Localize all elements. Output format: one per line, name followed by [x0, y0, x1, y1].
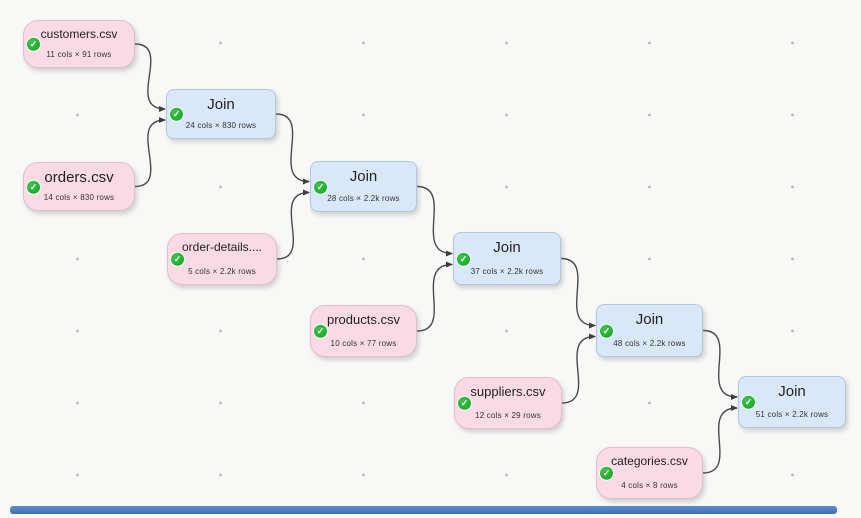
check-icon: ✓ — [27, 37, 40, 51]
check-icon: ✓ — [171, 252, 184, 266]
node-orderdetails[interactable]: ✓order-details.... 5 cols × 2.2k rows — [167, 233, 277, 285]
check-icon: ✓ — [600, 466, 613, 480]
node-title: Join — [635, 312, 664, 328]
node-dimensions: 4 cols × 8 rows — [621, 481, 678, 490]
node-suppliers[interactable]: ✓suppliers.csv 12 cols × 29 rows — [454, 377, 562, 429]
node-title: orders.csv — [44, 170, 114, 186]
node-dimensions: 37 cols × 2.2k rows — [470, 267, 544, 276]
connection-join4-join5[interactable] — [702, 329, 738, 400]
node-dimensions: 48 cols × 2.2k rows — [613, 339, 686, 348]
connection-categories-join5[interactable] — [702, 405, 738, 474]
connection-join1-join2[interactable] — [275, 113, 310, 185]
node-products[interactable]: ✓products.csv 10 cols × 77 rows — [310, 305, 417, 357]
connection-join2-join3[interactable] — [416, 185, 453, 257]
check-icon: ✓ — [314, 180, 327, 194]
node-dimensions: 11 cols × 91 rows — [46, 50, 112, 59]
node-title: Join — [778, 384, 806, 400]
check-icon: ✓ — [600, 324, 613, 338]
check-icon: ✓ — [27, 180, 40, 194]
node-join5[interactable]: ✓ Join 51 cols × 2.2k rows — [738, 376, 846, 428]
connection-products-join3[interactable] — [416, 261, 453, 332]
node-title: customers.csv — [40, 28, 118, 41]
check-icon: ✓ — [742, 395, 755, 409]
node-title: Join — [349, 169, 378, 185]
connection-suppliers-join4[interactable] — [561, 333, 596, 404]
node-dimensions: 51 cols × 2.2k rows — [755, 410, 829, 419]
node-join1[interactable]: ✓ Join 24 cols × 830 rows — [166, 89, 276, 139]
node-dimensions: 5 cols × 2.2k rows — [188, 267, 256, 276]
node-join2[interactable]: ✓ Join 28 cols × 2.2k rows — [310, 161, 417, 212]
node-title: order-details.... — [181, 241, 263, 254]
node-title: categories.csv — [611, 455, 688, 468]
check-icon: ✓ — [457, 252, 470, 266]
connection-orderdetails-join2[interactable] — [276, 189, 310, 260]
node-dimensions: 24 cols × 830 rows — [185, 121, 257, 130]
node-join3[interactable]: ✓ Join 37 cols × 2.2k rows — [453, 232, 561, 285]
node-join4[interactable]: ✓ Join 48 cols × 2.2k rows — [596, 304, 703, 357]
node-title: suppliers.csv — [470, 385, 546, 399]
node-dimensions: 10 cols × 77 rows — [330, 339, 397, 348]
node-dimensions: 14 cols × 830 rows — [43, 193, 115, 202]
check-icon: ✓ — [314, 324, 327, 338]
node-title: Join — [207, 97, 235, 113]
connection-customers-join1[interactable] — [134, 43, 166, 112]
progress-bar — [10, 506, 837, 514]
check-icon: ✓ — [170, 107, 183, 121]
node-title: products.csv — [327, 313, 400, 327]
node-dimensions: 12 cols × 29 rows — [475, 411, 541, 420]
node-categories[interactable]: ✓categories.csv 4 cols × 8 rows — [596, 447, 703, 499]
node-title: Join — [493, 240, 521, 256]
connection-join3-join4[interactable] — [560, 257, 596, 329]
node-dimensions: 28 cols × 2.2k rows — [327, 194, 400, 203]
check-icon: ✓ — [458, 396, 471, 410]
node-customers[interactable]: ✓customers.csv 11 cols × 91 rows — [23, 20, 135, 68]
node-orders[interactable]: ✓ orders.csv 14 cols × 830 rows — [23, 162, 135, 211]
connection-orders-join1[interactable] — [134, 117, 166, 188]
